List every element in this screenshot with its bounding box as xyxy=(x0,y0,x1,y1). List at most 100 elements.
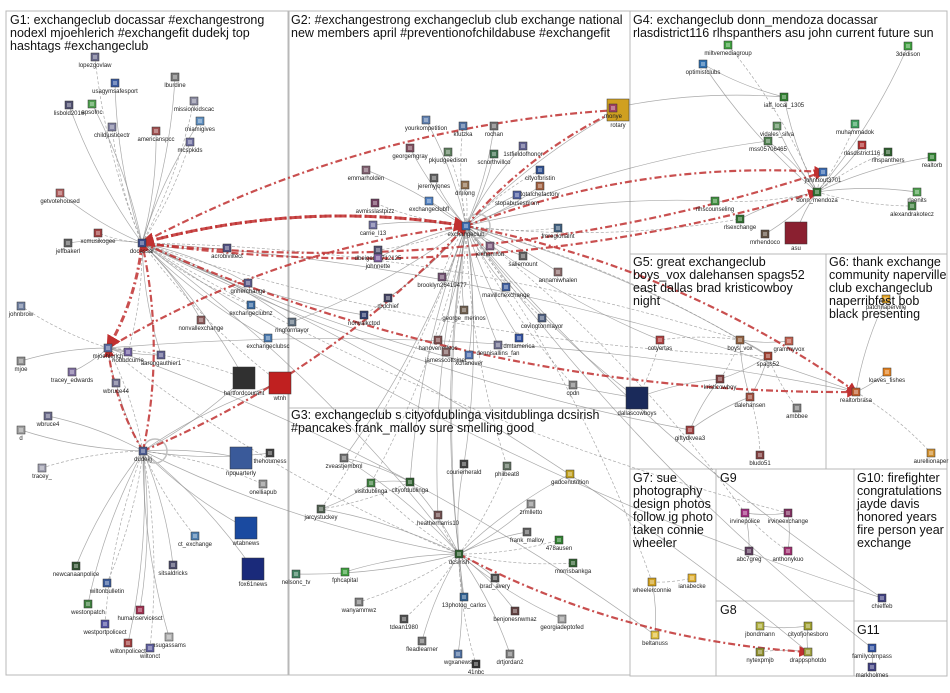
node-zveastjembrnl[interactable]: zveastjembrnl xyxy=(325,454,362,470)
node-tracey_edwards[interactable]: tracey_edwards xyxy=(51,368,93,384)
node-fphcapital[interactable]: fphcapital xyxy=(332,568,358,584)
node-cotyertas[interactable]: cotyertas xyxy=(648,336,672,352)
node-wheelerconnie[interactable]: wheelerconnie xyxy=(632,578,672,594)
node-johnbrow[interactable]: johnbrow xyxy=(8,302,34,318)
node-lburdine[interactable]: lburdine xyxy=(164,73,186,89)
node-lisbold2016[interactable]: lisbold2016 xyxy=(54,101,85,117)
node-fleadlearner[interactable]: fleadlearner xyxy=(406,637,438,653)
node-childjusticectr[interactable]: childjusticectr xyxy=(94,123,130,139)
node-ambbee[interactable]: ambbee xyxy=(786,404,808,420)
node-asu[interactable]: asu xyxy=(785,222,807,252)
node-yourkompetition[interactable]: yourkompetition xyxy=(405,116,447,132)
node-irvinepolice[interactable]: irvinepolice xyxy=(730,509,761,525)
node-avmisslastpizz[interactable]: avmisslastpizz xyxy=(356,199,395,215)
node-chieffeb[interactable]: chieffeb xyxy=(872,594,894,610)
node-jeffbakerl[interactable]: jeffbakerl xyxy=(55,239,80,255)
node-miltvemediagroup[interactable]: miltvemediagroup xyxy=(704,41,752,57)
node-wtabnews[interactable]: wtabnews xyxy=(232,517,260,547)
node-13photog_carlos[interactable]: 13photog_carlos xyxy=(442,593,486,609)
node-3dedison[interactable]: 3dedison xyxy=(896,42,920,58)
node-cityofbristin[interactable]: cityofbristin xyxy=(525,166,555,182)
node-saliemount[interactable]: saliemount xyxy=(508,252,537,268)
node-acrobiviltect[interactable]: acrobiviltect xyxy=(211,244,243,260)
node-dalehansen[interactable]: dalehansen xyxy=(734,393,765,409)
node-bludo51[interactable]: bludo51 xyxy=(749,451,771,467)
node-realtorb[interactable]: realtorb xyxy=(922,153,943,169)
node-benjonesnwmaz[interactable]: benjonesnwmaz xyxy=(493,607,536,623)
node-rpdchief[interactable]: rpdchief xyxy=(377,294,399,310)
node-emmarholden[interactable]: emmarholden xyxy=(348,166,385,182)
node-alexandrakotecz[interactable]: alexandrakotecz xyxy=(890,202,934,218)
node-westportpolicect[interactable]: westportpolicect xyxy=(82,620,126,636)
node-cityofjonesboro[interactable]: cityofjonesboro xyxy=(788,622,829,638)
node-missionkidscac[interactable]: missionkidscac xyxy=(174,97,214,113)
node-aarongauthier1[interactable]: aarongauthier1 xyxy=(141,351,182,367)
node-drtjordan2[interactable]: drtjordan2 xyxy=(496,650,524,666)
node-onelliapub[interactable]: onelliapub xyxy=(249,480,277,496)
node-newcanaanpolice[interactable]: newcanaanpolice xyxy=(53,562,100,578)
node-nsugassams[interactable]: nsugassams xyxy=(152,633,186,649)
node-irvineexchange[interactable]: irvineexchange xyxy=(768,509,809,525)
node-cityofdublinga[interactable]: cityofdublinga xyxy=(392,478,429,494)
node-totalchefactory[interactable]: totalchefactory xyxy=(520,182,559,198)
node-beltanuss[interactable]: beltanuss xyxy=(642,631,668,647)
node-norwalkctpd[interactable]: norwalkctpd xyxy=(348,311,380,327)
node-humanservicesct[interactable]: humanservicesct xyxy=(117,606,162,622)
node-tracey_[interactable]: tracey_ xyxy=(32,464,52,480)
node-philbeat8[interactable]: philbeat8 xyxy=(495,462,520,478)
node-d[interactable]: d xyxy=(17,426,25,442)
node-wgxanews[interactable]: wgxanews xyxy=(443,650,472,666)
node-lopezgovlaw[interactable]: lopezgovlaw xyxy=(78,53,112,69)
node-wiltonpolicect[interactable]: wiltonpolicect xyxy=(109,639,146,655)
node-morrisbankga[interactable]: morrisbankga xyxy=(555,559,592,575)
node-annamiwhalen[interactable]: annamiwhalen xyxy=(539,268,578,284)
node-kristicowboy[interactable]: kristicowboy xyxy=(704,375,737,391)
node-georgiadeptofed[interactable]: georgiadeptofed xyxy=(540,615,583,631)
node-tdean1980[interactable]: tdean1980 xyxy=(390,615,419,631)
node-wbruce4[interactable]: wbruce4 xyxy=(36,412,60,428)
node-optimistclubs[interactable]: optimistclubs xyxy=(686,60,721,76)
node-nonvallexchange[interactable]: nonvallexchange xyxy=(178,316,224,332)
node-muhammadok[interactable]: muhammadok xyxy=(836,120,875,136)
node-mrhendoco[interactable]: mrhendoco xyxy=(750,230,781,246)
node-ianabecke[interactable]: ianabecke xyxy=(678,574,706,590)
node-vidales_silva[interactable]: vidales_silva xyxy=(760,122,795,138)
node-mss05706465[interactable]: mss05706465 xyxy=(749,137,787,153)
node-covingtonmayor[interactable]: covingtonmayor xyxy=(521,314,563,330)
node-1stfieldofhonor[interactable]: 1stfieldofhonor xyxy=(503,142,542,158)
node-carrie_l13[interactable]: carrie_l13 xyxy=(360,221,387,237)
node-exchangeclubsc[interactable]: exchangeclubsc xyxy=(246,334,289,350)
node-mcspkids[interactable]: mcspkids xyxy=(177,138,202,154)
node-sitsaldricks[interactable]: sitsaldricks xyxy=(158,561,187,577)
node-realtorbrasa[interactable]: realtorbrasa xyxy=(840,388,873,404)
node-wanyammwz[interactable]: wanyammwz xyxy=(341,598,377,614)
node-pkjudgeedison[interactable]: pkjudgeedison xyxy=(429,148,468,164)
node-ringformayor[interactable]: ringformayor xyxy=(275,318,309,334)
node-rlsexchange[interactable]: rlsexchange xyxy=(724,215,757,231)
node-zrmlletto[interactable]: zrmlletto xyxy=(520,500,543,516)
node-getvotehoused[interactable]: getvotehoused xyxy=(40,189,79,205)
node-hanovermilnos[interactable]: hanovermilnos xyxy=(418,336,457,352)
node-fox61news[interactable]: fox61news xyxy=(239,558,268,588)
node-spags52[interactable]: spags52 xyxy=(757,352,780,368)
node-familycompass[interactable]: familycompass xyxy=(852,644,892,660)
node-anthonykuo[interactable]: anthonykuo xyxy=(772,547,804,563)
node-georgemgray[interactable]: georgemgray xyxy=(392,144,427,160)
node-nelsonc_tv[interactable]: nelsonc_tv xyxy=(282,570,311,586)
node-iaff_local_1305[interactable]: iaff_local_1305 xyxy=(764,93,805,109)
node-nytexpmjb[interactable]: nytexpmjb xyxy=(746,648,774,664)
node-markholmes[interactable]: markholmes xyxy=(856,663,889,679)
node-frank_malloy[interactable]: frank_malloy xyxy=(510,528,544,544)
node-jeremyjones[interactable]: jeremyjones xyxy=(417,174,450,190)
node-heatherharris10[interactable]: heatherharris10 xyxy=(417,511,460,527)
node-rlasdistrict116[interactable]: rlasdistrict116 xyxy=(844,141,881,157)
node-wiltonbulletin[interactable]: wiltonbulletin xyxy=(89,579,124,595)
node-westonpatch[interactable]: westonpatch xyxy=(70,600,105,616)
node-478ausen[interactable]: 478ausen xyxy=(546,536,572,552)
node-npquarterly[interactable]: npquarterly xyxy=(226,447,256,477)
node-gadcenutrition[interactable]: gadcenutrition xyxy=(551,470,589,486)
node-hartfordcourant[interactable]: hartfordcourant xyxy=(224,367,265,397)
node-dmtamerica[interactable]: dmtamerica xyxy=(503,334,535,350)
node-loaves_fishes[interactable]: loaves_fishes xyxy=(869,368,905,384)
node-dmlong[interactable]: dmlong xyxy=(455,181,475,197)
